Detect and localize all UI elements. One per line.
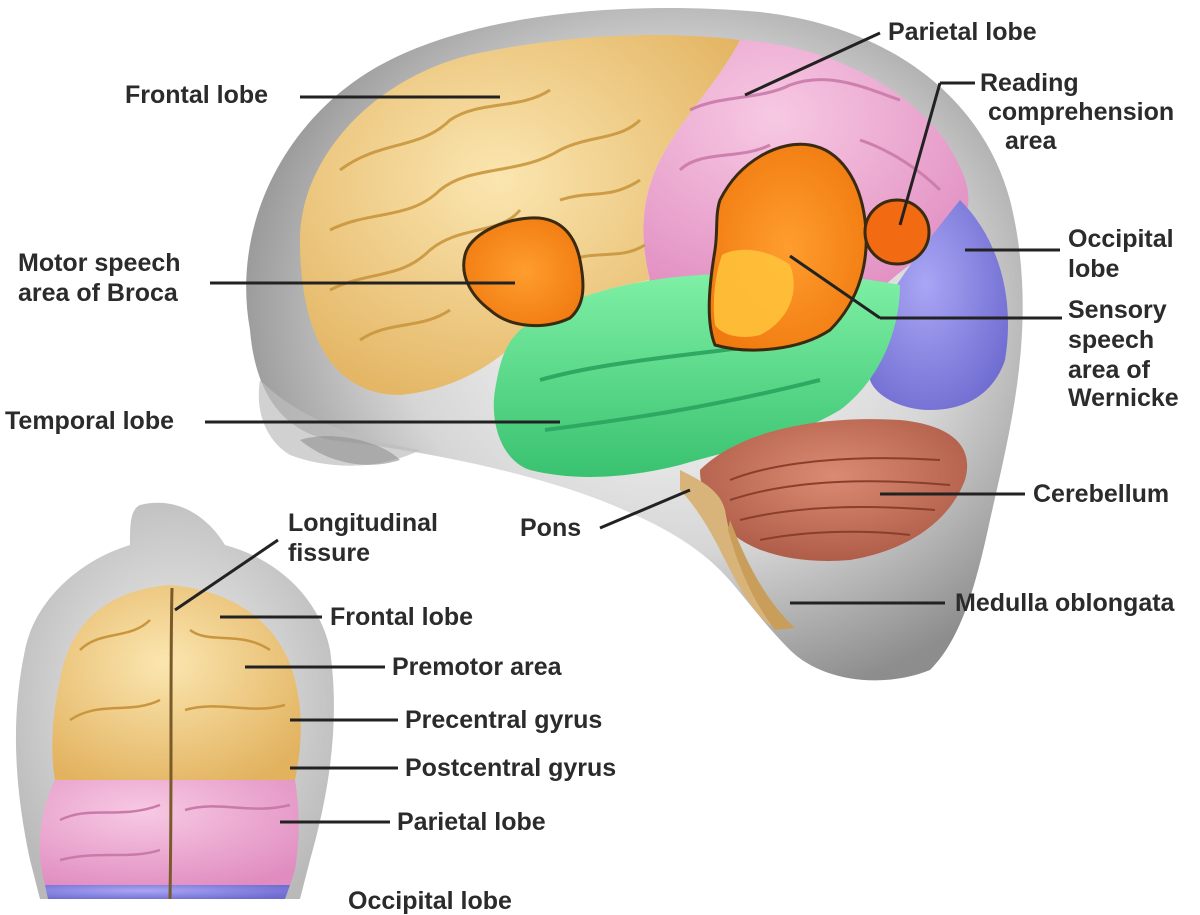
label-wernicke-line2: speech (1068, 326, 1155, 354)
label-longitudinal-fissure-line2: fissure (288, 539, 370, 567)
wernicke-highlight (713, 249, 794, 337)
occipital-lobe-shape (870, 200, 1008, 410)
label-reading-area-line2: comprehension (988, 98, 1175, 126)
label-temporal-lobe: Temporal lobe (5, 407, 175, 435)
top-frontal-shape (52, 585, 301, 780)
label-occipital-line2: lobe (1068, 255, 1120, 283)
pons-shape (680, 470, 790, 625)
label-top-parietal-lobe: Parietal lobe (397, 808, 546, 836)
broca-area-shape (462, 216, 585, 328)
face-shadow (258, 380, 420, 466)
label-top-occipital-lobe-cut: Occipital lobe (348, 887, 512, 915)
top-occipital-shape (45, 885, 290, 899)
label-wernicke-line3: area of (1068, 356, 1150, 384)
label-wernicke-line4: Wernicke (1068, 384, 1179, 412)
label-pons: Pons (520, 514, 582, 542)
reading-area-shape (863, 198, 931, 266)
label-broca-line2: area of Broca (18, 279, 178, 307)
frontal-lobe-shape (300, 35, 740, 395)
label-precentral-gyrus: Precentral gyrus (405, 706, 603, 734)
label-occipital-line1: Occipital (1068, 225, 1174, 253)
label-reading-area-line3: area (1005, 127, 1057, 155)
eye-shadow (300, 436, 400, 465)
label-wernicke-line1: Sensory (1068, 296, 1167, 324)
label-postcentral-gyrus: Postcentral gyrus (405, 754, 617, 782)
label-cerebellum: Cerebellum (1033, 480, 1170, 508)
label-broca-line1: Motor speech (18, 249, 181, 277)
label-medulla-oblongata: Medulla oblongata (955, 589, 1175, 617)
label-longitudinal-fissure-line1: Longitudinal (288, 509, 438, 537)
cerebellum-shape (700, 419, 968, 561)
label-parietal-lobe: Parietal lobe (888, 18, 1037, 46)
label-premotor-area: Premotor area (392, 653, 562, 681)
medulla-shape (728, 520, 795, 630)
leader-lines (174, 31, 1062, 824)
label-frontal-lobe: Frontal lobe (125, 81, 269, 109)
label-top-frontal-lobe: Frontal lobe (330, 603, 474, 631)
label-reading-area-line1: Reading (980, 69, 1079, 97)
